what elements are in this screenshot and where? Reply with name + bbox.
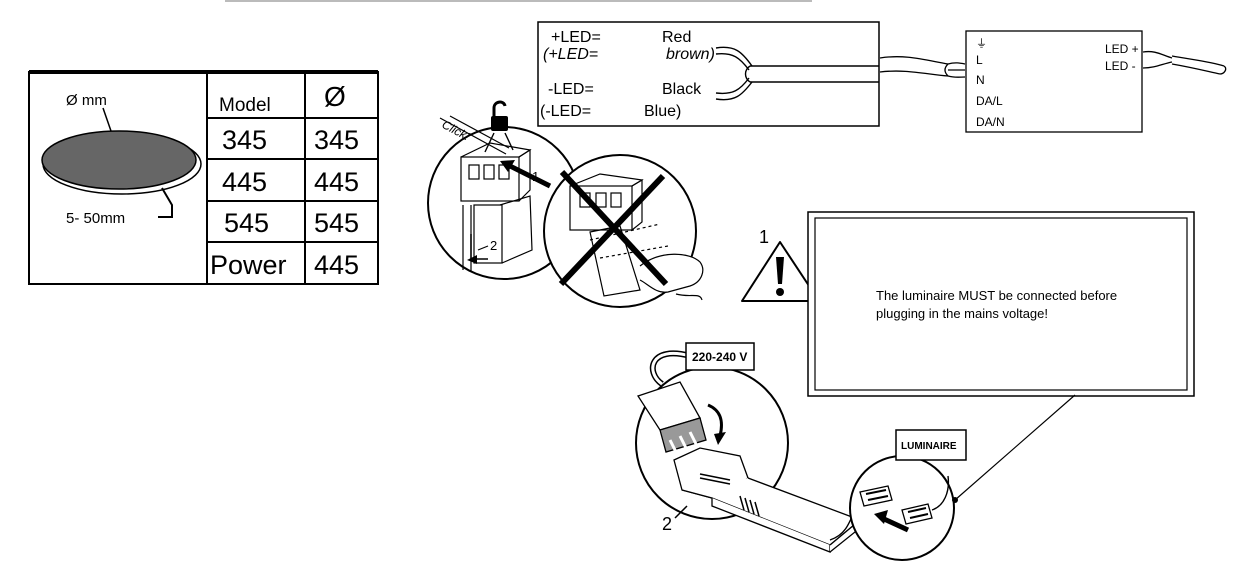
- table-cell-model: 445: [222, 167, 267, 197]
- cable-to-driver: [879, 56, 966, 78]
- luminaire-label: LUMINAIRE: [901, 441, 957, 452]
- terminal-led-minus: LED -: [1105, 59, 1136, 73]
- wiring-box: [537, 21, 880, 127]
- led-wires: [715, 46, 879, 101]
- voltage-label-box: [685, 342, 755, 371]
- terminal-l: L: [976, 53, 983, 67]
- terminal-dan: DA/N: [976, 115, 1005, 129]
- terminal-dal: DA/L: [976, 94, 1003, 108]
- table-cell-model: 345: [222, 125, 267, 155]
- cable-output: [1142, 50, 1227, 75]
- step-2-label: 2: [490, 238, 497, 253]
- warning-step-number: 1: [759, 227, 769, 247]
- table-cell-model: 545: [224, 208, 269, 238]
- unlock-icon: [484, 100, 514, 153]
- wiring-legend: +LED= (+LED= Red brown) -LED= (-LED= Bla…: [537, 21, 880, 127]
- table-cell-diameter: 445: [314, 167, 359, 197]
- diameter-label: Ø mm: [66, 92, 107, 109]
- luminaire-connection: LUMINAIRE: [849, 429, 967, 561]
- thickness-label: 5- 50mm: [66, 210, 125, 227]
- brown-label: brown): [666, 46, 715, 63]
- table-cell-diameter: 545: [314, 208, 359, 238]
- warning-section: 1 The luminaire MUST be connected before…: [741, 211, 1195, 501]
- driver-box: ⏚ L N DA/L DA/N LED + LED -: [965, 30, 1143, 133]
- warning-box-inner: [814, 217, 1188, 391]
- terminal-led-plus: LED +: [1105, 42, 1139, 56]
- cutout-table: Ø mm 5- 50mm Model Ø 345 345 445 445 545…: [28, 70, 379, 285]
- plus-led-label: +LED=: [551, 29, 601, 46]
- table-header-diameter: Ø: [324, 81, 346, 112]
- plus-led-alt-label: (+LED=: [543, 46, 598, 63]
- ground-icon: ⏚: [976, 37, 987, 50]
- red-label: Red: [662, 29, 691, 46]
- minus-led-alt-label: (-LED=: [540, 103, 591, 120]
- install-step-number: 2: [662, 514, 672, 534]
- driver-install: 220-240 V 2: [635, 342, 862, 553]
- table-cell-model: Power: [210, 250, 287, 280]
- voltage-label: 220-240 V: [692, 350, 747, 364]
- warning-box-outer: [807, 211, 1195, 397]
- black-label: Black: [662, 81, 702, 98]
- table-header-model: Model: [219, 95, 271, 116]
- terminal-n: N: [976, 73, 985, 87]
- minus-led-label: -LED=: [548, 81, 594, 98]
- warning-message-line2: plugging in the mains voltage!: [876, 306, 1048, 321]
- connector-wrong: [543, 154, 704, 308]
- luminaire-label-box: [895, 429, 967, 461]
- driver-vents: [699, 473, 760, 517]
- warning-message-line1: The luminaire MUST be connected before: [876, 288, 1117, 303]
- blue-label: Blue): [644, 103, 681, 120]
- connector-correct: Click! 1 2: [427, 100, 581, 280]
- table-cell-diameter: 345: [314, 125, 359, 155]
- step-1-label: 1: [532, 169, 539, 184]
- warning-pointer: [954, 394, 1076, 501]
- driver-frame: [965, 30, 1143, 133]
- table-cell-diameter: 445: [314, 250, 359, 280]
- cutout-drawing: [41, 107, 202, 218]
